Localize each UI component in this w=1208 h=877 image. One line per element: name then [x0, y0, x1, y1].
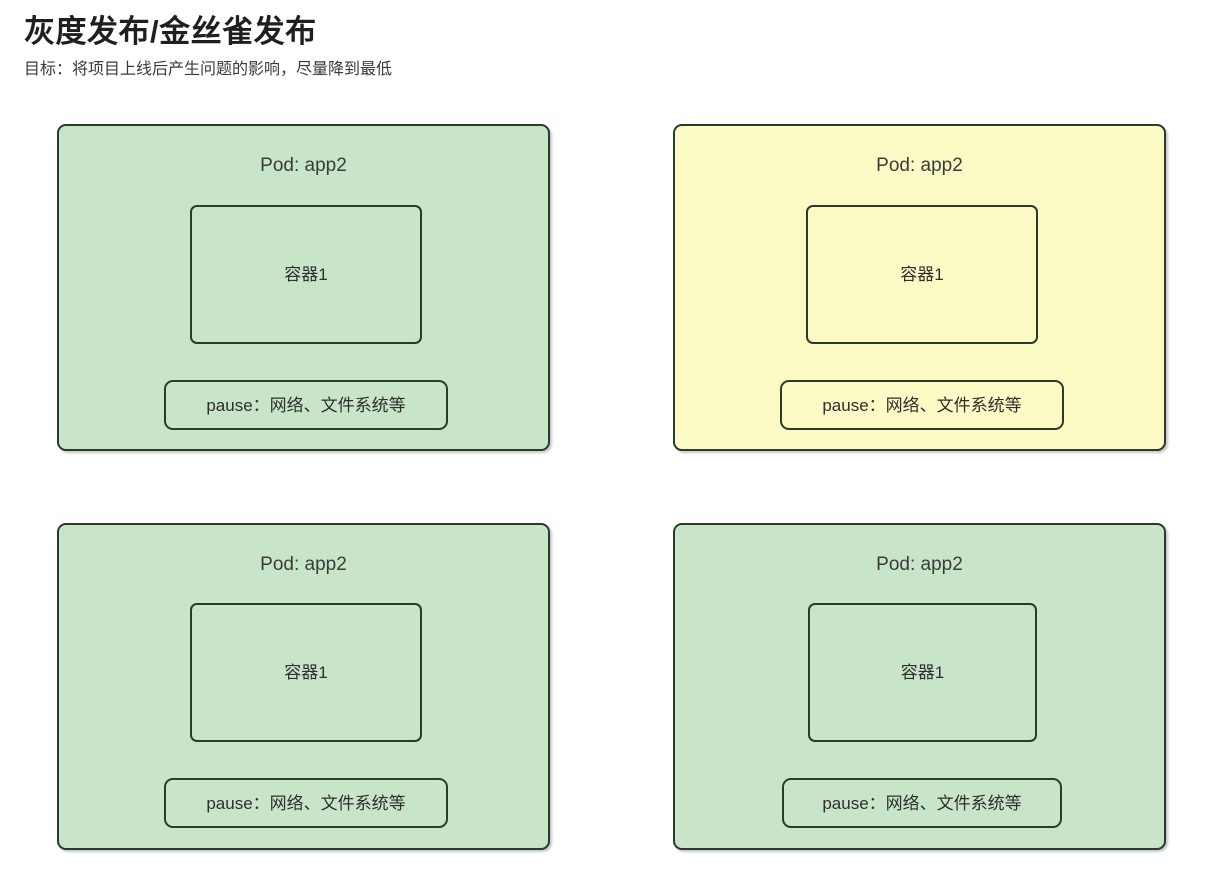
- container-label: 容器1: [284, 663, 328, 682]
- pod-box-top-left: Pod: app2 容器1 pause：网络、文件系统等: [57, 124, 550, 451]
- page-title: 灰度发布/金丝雀发布: [24, 14, 317, 49]
- pod-title-label: Pod: app2: [876, 155, 963, 176]
- container-label: 容器1: [284, 265, 328, 284]
- pause-container-box: pause：网络、文件系统等: [782, 778, 1062, 828]
- pause-container-label: pause：网络、文件系统等: [206, 395, 406, 415]
- pause-container-label: pause：网络、文件系统等: [206, 793, 406, 813]
- pause-container-box: pause：网络、文件系统等: [164, 778, 448, 828]
- pod-box-top-right: Pod: app2 容器1 pause：网络、文件系统等: [673, 124, 1166, 451]
- pause-container-box: pause：网络、文件系统等: [780, 380, 1064, 430]
- pod-box-bottom-left: Pod: app2 容器1 pause：网络、文件系统等: [57, 523, 550, 850]
- page-subtitle: 目标：将项目上线后产生问题的影响，尽量降到最低: [24, 60, 393, 78]
- pod-title-label: Pod: app2: [260, 554, 347, 575]
- container-label: 容器1: [900, 265, 944, 284]
- pause-container-label: pause：网络、文件系统等: [822, 793, 1022, 813]
- pod-title-label: Pod: app2: [260, 155, 347, 176]
- header-block: 灰度发布/金丝雀发布 目标：将项目上线后产生问题的影响，尽量降到最低: [24, 14, 1124, 79]
- container-box: 容器1: [808, 603, 1037, 742]
- pod-title-label: Pod: app2: [876, 554, 963, 575]
- pause-container-box: pause：网络、文件系统等: [164, 380, 448, 430]
- container-box: 容器1: [190, 603, 422, 742]
- container-label: 容器1: [900, 663, 945, 682]
- container-box: 容器1: [190, 205, 422, 344]
- pod-box-bottom-right: Pod: app2 容器1 pause：网络、文件系统等: [673, 523, 1166, 850]
- container-box: 容器1: [806, 205, 1038, 344]
- pause-container-label: pause：网络、文件系统等: [822, 395, 1022, 415]
